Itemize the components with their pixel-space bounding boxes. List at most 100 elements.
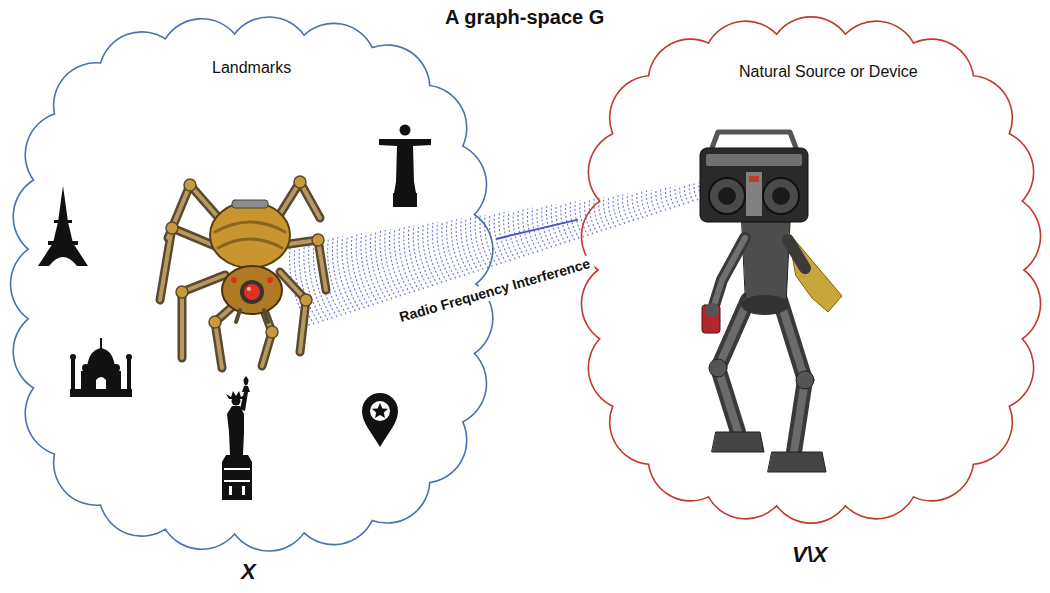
liberty-flame bbox=[244, 376, 249, 386]
spider-mandible bbox=[264, 310, 268, 322]
wave-arc bbox=[632, 193, 639, 220]
wave-arc bbox=[618, 195, 625, 224]
pin-star bbox=[372, 403, 388, 418]
spider-small-eye bbox=[231, 277, 237, 283]
wave-arc bbox=[456, 219, 469, 274]
wave-arc bbox=[447, 221, 461, 277]
wave-arc bbox=[694, 184, 698, 201]
text-holder: V\X bbox=[792, 542, 827, 568]
spider-legs bbox=[160, 182, 326, 368]
wave-arc bbox=[390, 229, 406, 295]
wave-arc bbox=[661, 189, 666, 211]
wave-arc bbox=[404, 227, 420, 290]
node-label: Landmarks bbox=[212, 58, 291, 77]
wave-arc bbox=[613, 196, 620, 226]
wave-arc bbox=[485, 215, 497, 265]
spider-body-band bbox=[218, 239, 282, 248]
tower-body bbox=[38, 186, 88, 266]
cloud-outline bbox=[581, 17, 1040, 523]
wave-arc bbox=[337, 237, 355, 311]
pedestal-stripe bbox=[224, 468, 250, 470]
wave-arc bbox=[637, 192, 643, 218]
wave-arc bbox=[370, 232, 387, 301]
robot-hand bbox=[705, 303, 719, 317]
taj-minaret-top bbox=[70, 354, 76, 360]
wave-arc bbox=[394, 228, 410, 293]
liberty-body bbox=[227, 406, 244, 455]
wave-arc bbox=[423, 224, 438, 284]
wave-arc bbox=[680, 186, 685, 205]
robot-arm bbox=[712, 238, 745, 312]
spider-small-eye bbox=[267, 277, 273, 283]
spider-pipe bbox=[232, 200, 268, 208]
wave-arc bbox=[627, 194, 634, 221]
wave-arc bbox=[413, 226, 428, 288]
taj-minaret bbox=[71, 358, 75, 389]
robot-knee bbox=[796, 371, 814, 389]
spider-body-band bbox=[215, 222, 285, 232]
wave-arc bbox=[665, 188, 670, 209]
spider-robot bbox=[160, 176, 326, 368]
cloud-shape bbox=[578, 14, 1044, 574]
taj-dome bbox=[87, 348, 115, 371]
text-holder: Natural Source or Device bbox=[739, 62, 918, 81]
spider-legs-shine bbox=[160, 182, 326, 368]
boombox-speaker bbox=[709, 178, 745, 214]
christ-redeemer-icon bbox=[379, 125, 431, 208]
wave-arc bbox=[428, 223, 443, 283]
wave-arc bbox=[475, 216, 488, 268]
node-label: Natural Source or Device bbox=[739, 62, 918, 81]
spider-joint bbox=[300, 294, 312, 306]
robot-knee bbox=[709, 359, 727, 377]
text-holder: A graph-space G bbox=[445, 5, 604, 29]
boombox-speaker-core bbox=[772, 187, 790, 205]
taj-small-dome bbox=[112, 364, 120, 372]
wave-arc bbox=[451, 220, 465, 276]
wave-arc bbox=[356, 234, 373, 305]
spider-joint bbox=[266, 326, 278, 338]
spider-body bbox=[210, 202, 290, 268]
taj-arch bbox=[96, 377, 106, 389]
boombox-panel bbox=[706, 154, 802, 166]
liberty-torch bbox=[242, 386, 250, 392]
wave-arc bbox=[351, 235, 369, 307]
spider-joint bbox=[312, 234, 324, 246]
wave-arc bbox=[361, 233, 378, 303]
tower-deck bbox=[54, 220, 72, 223]
wave-arc bbox=[347, 236, 365, 309]
taj-base bbox=[70, 389, 132, 397]
wave-arc bbox=[342, 236, 360, 309]
wave-arc bbox=[375, 231, 392, 299]
spider-mandible bbox=[236, 310, 240, 322]
spider-joint bbox=[184, 179, 196, 191]
wave-arc bbox=[380, 231, 396, 298]
text-holder: Landmarks bbox=[212, 58, 291, 77]
pedestal-window bbox=[229, 486, 232, 495]
boombox-case bbox=[700, 148, 808, 222]
wave-arc bbox=[604, 197, 612, 228]
taj-small-dome bbox=[82, 364, 90, 372]
spider-joint bbox=[176, 286, 188, 298]
spider-eye-ring bbox=[240, 280, 264, 304]
wave-arc bbox=[432, 223, 446, 282]
robot-cloth bbox=[788, 232, 842, 312]
wave-arc bbox=[608, 196, 615, 226]
wave-arc bbox=[675, 186, 680, 206]
wave-arc bbox=[470, 217, 483, 270]
taj-spire bbox=[100, 338, 102, 349]
boombox-speaker bbox=[763, 178, 799, 214]
robot-foot bbox=[768, 452, 826, 472]
statue-arms bbox=[379, 139, 431, 182]
region-heading: V\X bbox=[792, 542, 827, 568]
wave-arc bbox=[623, 194, 630, 222]
wave-arc bbox=[461, 218, 474, 272]
spider-eye-glint bbox=[247, 287, 251, 291]
wave-arc bbox=[689, 184, 693, 201]
wave-arc bbox=[332, 238, 350, 313]
pedestal-window bbox=[242, 486, 245, 495]
wave-arc bbox=[646, 191, 652, 215]
taj-hall bbox=[81, 371, 121, 389]
boombox-handle bbox=[712, 132, 796, 148]
